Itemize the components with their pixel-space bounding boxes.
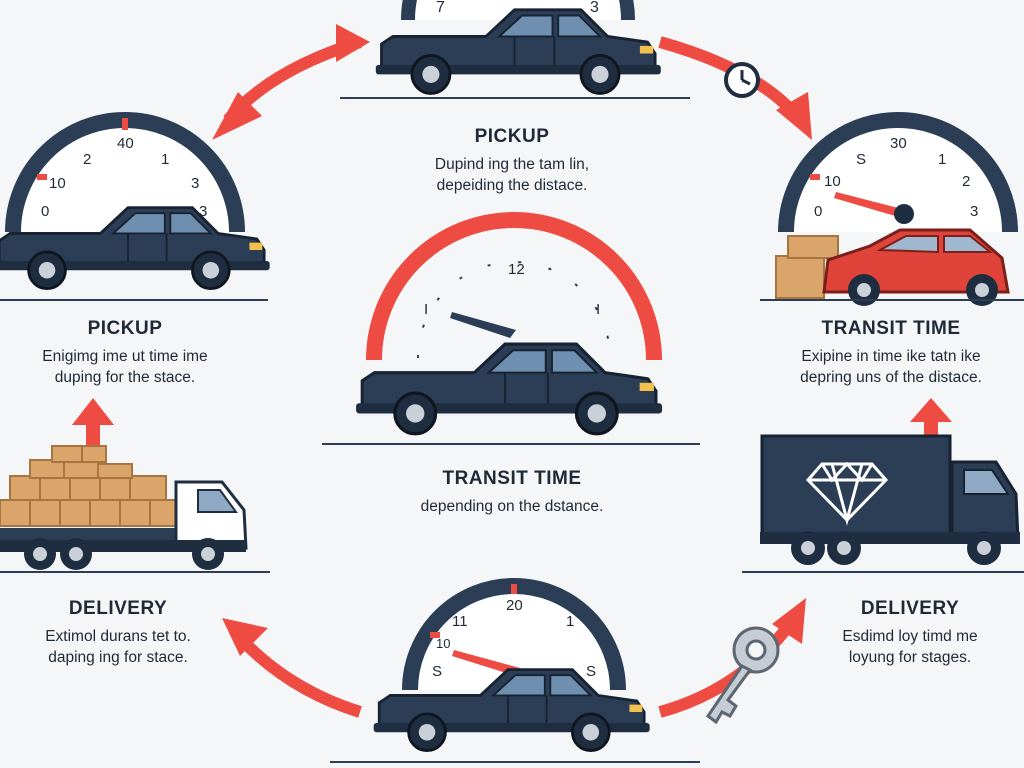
step-label-delivery-right: DELIVERY Esdimd loy timd me loyung for s… — [800, 598, 1020, 668]
step-description-line: depending on the dstance. — [420, 498, 604, 515]
gauge-label: 30 — [890, 135, 907, 152]
step-description-line: Exipine in time ike tatn ike — [801, 348, 981, 365]
arrow-icon — [212, 24, 370, 140]
step-title: TRANSIT TIME — [821, 318, 961, 339]
gauge-label: 10 — [824, 173, 841, 190]
step-description-line: Dupind ing the tam lin, — [434, 156, 590, 173]
gauge-label: 10 — [436, 636, 450, 651]
step-description-line: duping for the stace. — [54, 369, 196, 386]
gauge-label: S — [432, 663, 442, 680]
arrow-icon — [222, 618, 362, 718]
gauge-label: 20 — [506, 597, 523, 614]
step-description-line: Enigimg ime ut time ime — [42, 348, 208, 365]
gauge-icon: S 30 1 10 2 0 3 — [778, 112, 1018, 233]
clock-icon — [724, 62, 760, 98]
red-hatchback-icon — [822, 228, 1010, 306]
key-icon — [705, 626, 780, 725]
gauge-label: 1 — [938, 151, 946, 168]
gauge-label: 2 — [83, 151, 91, 168]
step-label-delivery-left: DELIVERY Extimol durans tet to. daping i… — [0, 598, 236, 668]
gauge-label: 0 — [814, 203, 822, 220]
gauge-label: 3 — [970, 203, 978, 220]
cargo-box-icon — [775, 235, 839, 299]
step-label-transit-center: TRANSIT TIME depending on the dstance. — [372, 468, 652, 517]
gauge-label: 1 — [161, 151, 169, 168]
gauge-icon: 2 40 1 10 3 0 3 — [5, 112, 245, 233]
flatbed-truck-icon — [0, 445, 248, 570]
pickup-truck-icon — [354, 342, 664, 436]
gauge-label: 11 — [452, 613, 468, 630]
step-description-line: Extimol durans tet to. — [45, 628, 191, 645]
gauge-label: I — [424, 301, 428, 318]
diamond-icon — [805, 461, 889, 526]
gauge-label: 3 — [199, 203, 207, 220]
gauge-label: I — [596, 301, 600, 318]
step-title: PICKUP — [474, 126, 550, 147]
gauge-label: 3 — [590, 0, 599, 16]
gauge-label: 10 — [49, 175, 66, 192]
gauge-label: 2 — [962, 173, 970, 190]
gauge-label: S — [586, 663, 596, 680]
arrow-icon — [910, 398, 952, 438]
pickup-truck-icon — [374, 8, 663, 95]
gauge-label: 1 — [566, 613, 574, 630]
step-description-line: Esdimd loy timd me — [842, 628, 978, 645]
step-title: DELIVERY — [68, 598, 168, 619]
step-description-line: depring uns of the distace. — [800, 369, 982, 386]
step-title: DELIVERY — [860, 598, 960, 619]
gauge-icon: 11 20 1 10 S S — [402, 578, 626, 691]
gauge-label: S — [856, 151, 866, 168]
step-description-line: depeiding the distace. — [436, 177, 588, 194]
gauge-label: 0 — [41, 203, 49, 220]
gauge-label: 12 — [508, 261, 525, 278]
gauge-label: 7 — [436, 0, 445, 16]
cargo-box-icon — [0, 445, 177, 527]
step-label-transit-right: TRANSIT TIME Exipine in time ike tatn ik… — [766, 318, 1016, 388]
gauge-label: 40 — [117, 135, 134, 152]
box-truck-icon — [760, 434, 1020, 565]
step-label-pickup-top: PICKUP Dupind ing the tam lin, depeiding… — [372, 126, 652, 196]
step-title: PICKUP — [87, 318, 163, 339]
step-description-line: loyung for stages. — [848, 649, 972, 666]
gauge-label: 3 — [191, 175, 199, 192]
step-description-line: daping ing for stace. — [48, 649, 188, 666]
step-label-pickup-left: PICKUP Enigimg ime ut time ime duping fo… — [0, 318, 250, 388]
gauge-icon: 12 I I — [366, 212, 662, 361]
step-title: TRANSIT TIME — [442, 468, 582, 489]
arrow-icon — [72, 398, 114, 450]
